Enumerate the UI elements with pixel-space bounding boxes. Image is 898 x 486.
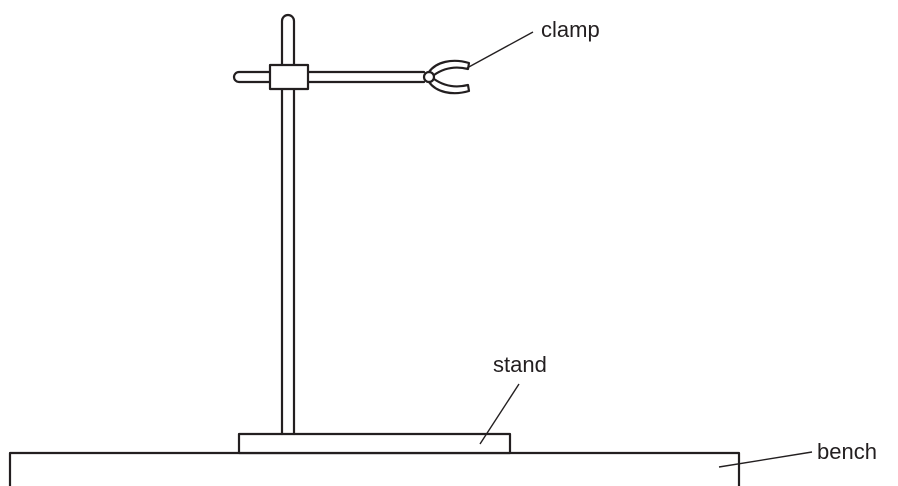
clamp-jaw-upper — [427, 59, 471, 77]
stand-base — [237, 432, 512, 455]
bench-leader-line — [718, 451, 813, 468]
clamp-jaw-lower — [427, 77, 471, 95]
bench — [8, 451, 741, 486]
stand-rod — [280, 13, 296, 436]
clamp-arm-right — [306, 70, 426, 84]
clamp-label: clamp — [541, 17, 600, 42]
stand-leader-line — [479, 383, 520, 445]
boss-head — [268, 63, 310, 91]
clamp-arm-left — [232, 70, 272, 84]
clamp-leader-line — [466, 31, 534, 69]
clamp-pivot — [422, 70, 436, 84]
stand-label: stand — [493, 352, 547, 377]
bench-label: bench — [817, 439, 877, 464]
